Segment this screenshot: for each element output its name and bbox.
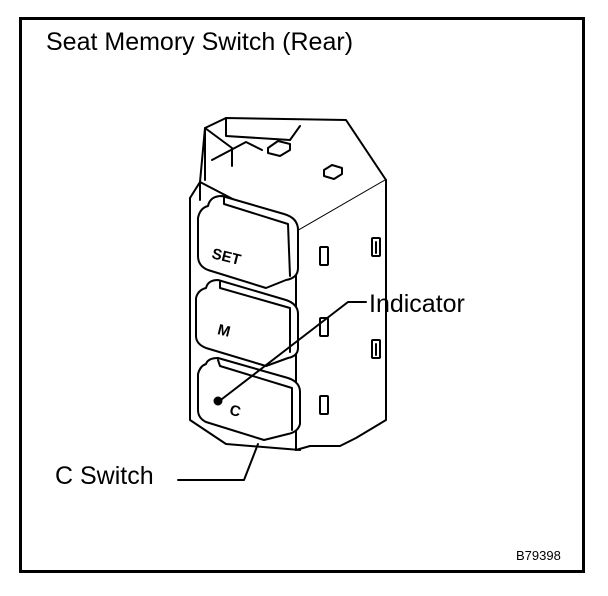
c-button-label: C xyxy=(228,402,243,421)
indicator-label: Indicator xyxy=(369,290,465,318)
indicator-leader-line xyxy=(221,301,367,400)
indicator-light xyxy=(213,396,223,406)
figure-code: B79398 xyxy=(516,548,561,563)
m-button-label: M xyxy=(216,321,232,341)
c-switch-label: C Switch xyxy=(55,462,154,490)
c-switch-leader-line xyxy=(177,443,259,481)
m-button[interactable]: M xyxy=(195,279,299,367)
set-button-label: SET xyxy=(210,245,242,269)
diagram-title: Seat Memory Switch (Rear) xyxy=(46,28,354,56)
set-button[interactable]: SET xyxy=(197,195,299,289)
c-button[interactable]: C xyxy=(197,357,301,441)
